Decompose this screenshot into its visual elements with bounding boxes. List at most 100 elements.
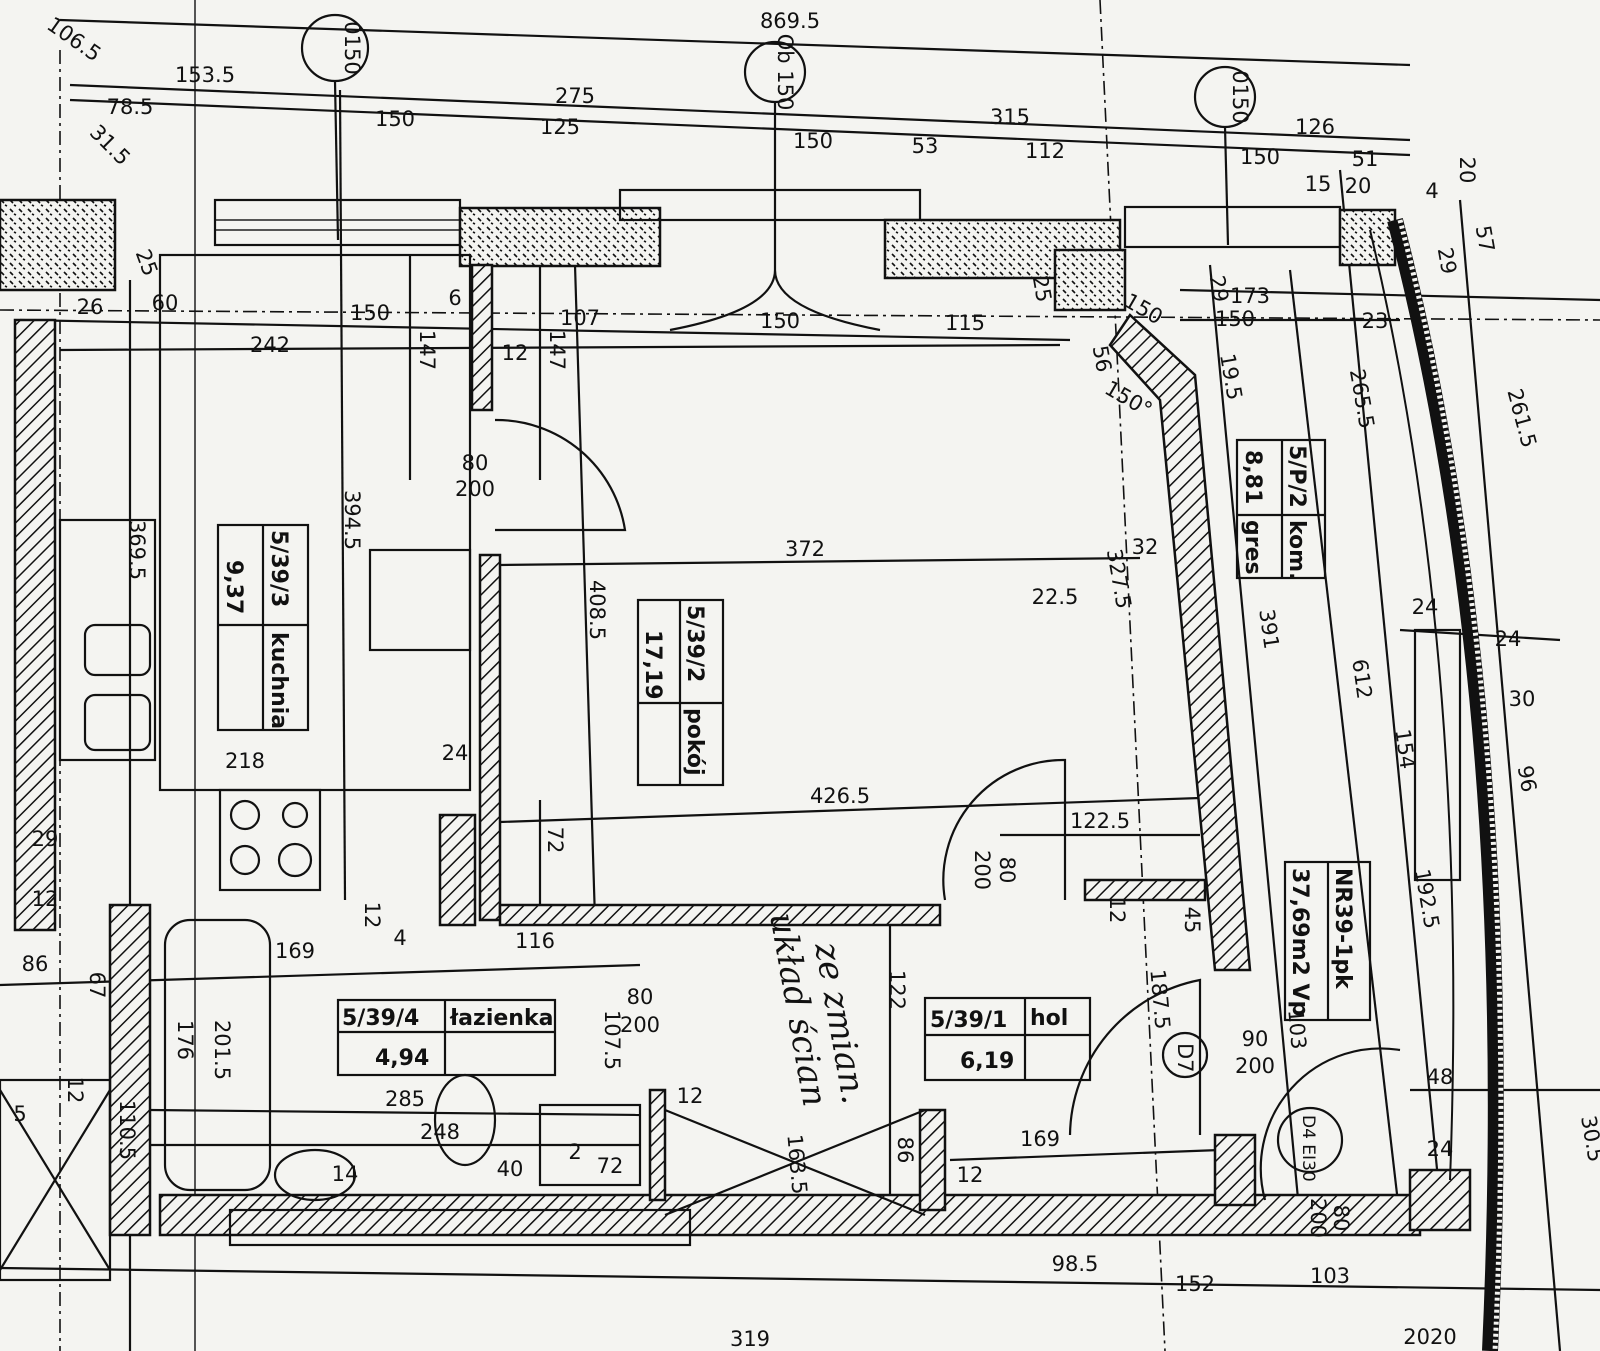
dimension-label: 48 (1427, 1065, 1454, 1089)
dimension-label: 112 (1025, 139, 1065, 163)
dimension-label: 60 (152, 291, 179, 315)
dimension-label: 107 (560, 306, 600, 330)
axis-label: Ob 150 (773, 34, 797, 111)
dimension-label: 173 (1230, 284, 1270, 308)
dimension-label: 261.5 (1502, 386, 1541, 450)
dimension-label: 169 (1020, 1127, 1060, 1151)
room-code: 5/39/3 (266, 530, 291, 607)
dimension-label: 426.5 (810, 784, 870, 808)
room-code: 5/39/1 (930, 1008, 1007, 1033)
dimension-label: 110.5 (115, 1100, 139, 1160)
dimension-label: 4 (393, 926, 406, 950)
dimension-label: 107.5 (600, 1010, 624, 1070)
dimension-label: 6 (448, 286, 461, 310)
dimension-label: 147 (415, 330, 439, 370)
axis-label: 0150 (1228, 70, 1252, 123)
dimension-label: 319 (730, 1327, 770, 1351)
dimension-label: 80 (627, 985, 654, 1009)
axis-marker-2: Ob 150 (669, 34, 881, 332)
dimension-label: 12 (677, 1084, 704, 1108)
dimension-label: 14 (332, 1162, 359, 1186)
dimension-label: 53 (912, 134, 939, 158)
dimension-label: 86 (893, 1137, 917, 1164)
dimension-label: 150 (1215, 307, 1255, 331)
axis-label: 0150 (340, 21, 364, 74)
door-label: D4 EI30 (1298, 1115, 1318, 1182)
dimension-label: 24 (1412, 595, 1439, 619)
dimension-label: 152 (1175, 1272, 1215, 1296)
dimension-label: 176 (173, 1020, 197, 1060)
dimension-label: 169 (275, 939, 315, 963)
dimension-label: 25 (1028, 274, 1056, 304)
dimension-label: 98.5 (1052, 1252, 1099, 1276)
room-label-storage: 5/P/2 kom. 8,81 gres (1235, 438, 1327, 580)
room-area: 17,19 (640, 630, 665, 700)
dimension-label: 30.5 (1576, 1114, 1600, 1164)
unit-label: NR39-1pk 37,69m2 Vp (1283, 860, 1372, 1022)
dimension-label: 30 (1509, 687, 1536, 711)
dimension-label: 150 (375, 107, 415, 131)
dimension-label: 5 (13, 1102, 26, 1126)
dimension-label: 20 (1345, 174, 1372, 198)
door-marker-d4: D4 EI30 (1276, 1106, 1344, 1182)
room-label-hall: 5/39/1 hol 6,19 (923, 996, 1092, 1082)
dimension-label: 115 (945, 311, 985, 335)
dimension-label: 150 (793, 129, 833, 153)
door-marker-d7: D7 (1161, 1031, 1209, 1079)
dimension-label: 150 (1240, 145, 1280, 169)
dimension-label: 80 (1329, 1205, 1353, 1232)
dimension-label: 372 (785, 537, 825, 561)
dimension-label: 122.5 (1070, 809, 1130, 833)
handwritten-note: ze zmian. układ ścian (761, 910, 874, 1110)
unit-area: 37,69m2 Vp (1287, 868, 1312, 1016)
room-code: 5/P/2 (1284, 445, 1309, 508)
dimension-label: 103 (1310, 1264, 1350, 1288)
dimension-label: 24 (442, 741, 469, 765)
dimension-label: 57 (1471, 224, 1499, 254)
dimension-label: 200 (455, 477, 495, 501)
dimension-label: 150 (350, 301, 390, 325)
dimension-label: 72 (597, 1154, 624, 1178)
walls (0, 188, 1504, 1351)
dimension-label: 15 (1305, 172, 1332, 196)
dimension-label: 51 (1352, 147, 1379, 171)
dimension-label: 45 (1180, 907, 1204, 934)
dimension-label: 369.5 (125, 520, 149, 580)
dimension-label: 200 (970, 850, 994, 890)
dimension-label: 22.5 (1032, 585, 1079, 609)
dimension-label: 12 (957, 1163, 984, 1187)
dimension-label: 19.5 (1215, 352, 1247, 402)
dimension-label: 408.5 (585, 580, 609, 640)
dimension-label: 163.5 (782, 1133, 811, 1195)
dimension-label: 122 (885, 970, 909, 1010)
dimension-label: 200 (1235, 1054, 1275, 1078)
dimension-label: 24 (1495, 627, 1522, 651)
room-floor: gres (1240, 520, 1265, 575)
dimension-label: 116 (515, 929, 555, 953)
dimension-label: 2 (568, 1140, 581, 1164)
dimension-label: 242 (250, 333, 290, 357)
dimension-label: 29 (32, 827, 59, 851)
room-code: 5/39/4 (342, 1006, 419, 1031)
dimension-label: 154 (1390, 728, 1419, 771)
dimension-label: 265.5 (1345, 367, 1379, 430)
room-area: 4,94 (375, 1046, 429, 1071)
dimension-label: 26 (77, 295, 104, 319)
dimension-label: 12 (63, 1077, 87, 1104)
dimension-label: 200 (1306, 1198, 1330, 1238)
dimension-label: 86 (22, 952, 49, 976)
dimension-label: 29 (1205, 274, 1233, 304)
room-name: pokój (682, 708, 707, 776)
dimension-label: 78.5 (107, 95, 154, 119)
dimension-label: 275 (555, 84, 595, 108)
dimension-label: 12 (1105, 897, 1129, 924)
room-area: 8,81 (1240, 450, 1265, 504)
dimension-label: 201.5 (210, 1020, 234, 1080)
room-area: 6,19 (960, 1049, 1014, 1074)
dimension-label: 869.5 (760, 9, 820, 33)
dimension-label: 125 (540, 115, 580, 139)
dimension-label: 4 (1425, 179, 1438, 203)
dimension-label: 80 (995, 857, 1019, 884)
dimension-label: 612 (1347, 658, 1376, 701)
